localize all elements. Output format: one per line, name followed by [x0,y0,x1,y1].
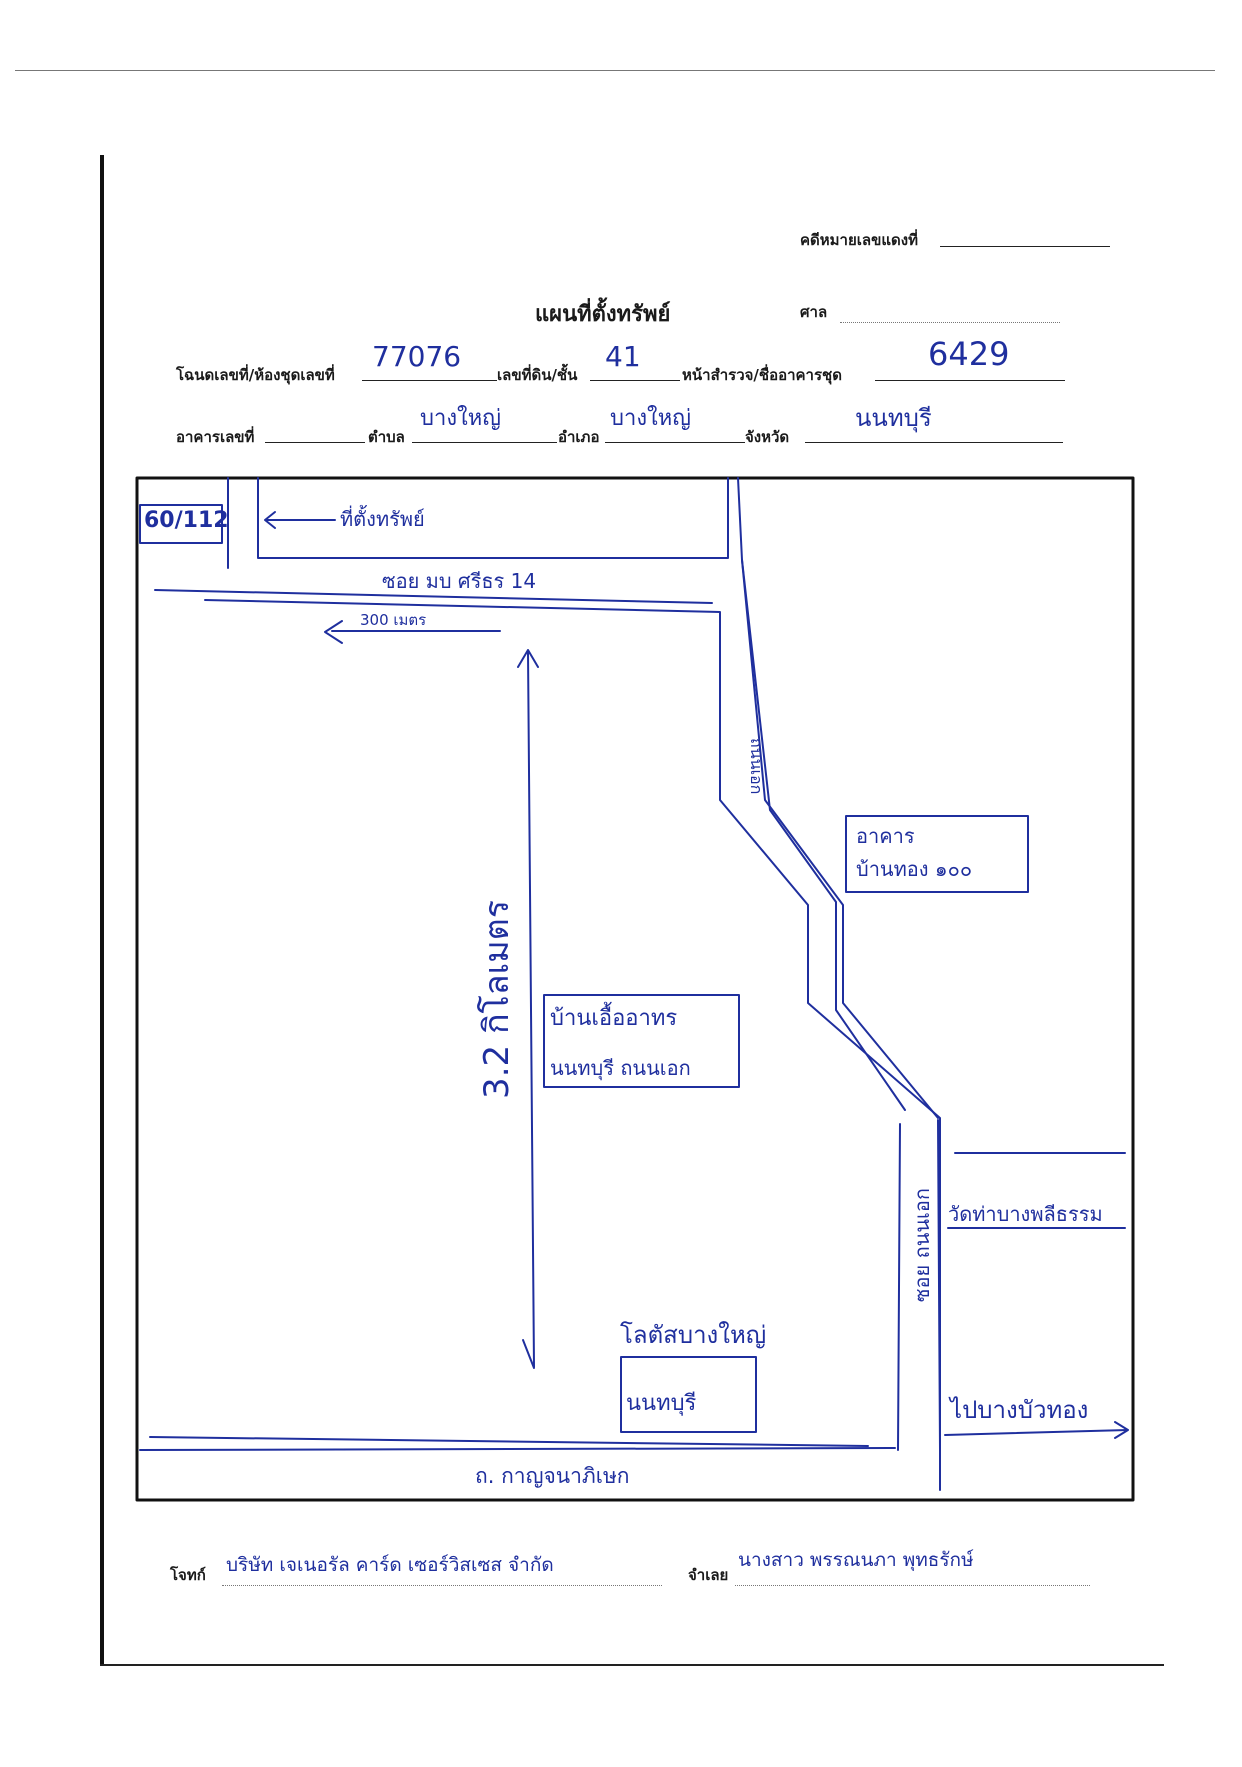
defendant-label: จำเลย [688,1566,729,1584]
defendant-value: นางสาว พรรณนภา พุทธรักษ์ [738,1549,974,1571]
deed-label: โฉนดเลขที่/ห้องชุดเลขที่ [176,366,335,384]
property-location-label: ที่ตั้งทรัพย์ [340,507,425,531]
building-number-line [265,442,365,443]
soi-road-dash [741,559,906,1111]
document-title: แผนที่ตั้งทรัพย์ [535,302,671,327]
soi-road-right [741,559,939,1119]
bottom-divider [100,1664,1164,1666]
lane-line [737,477,743,561]
building-label-line2: บ้านทอง ๑๐๐ [856,857,973,881]
lane-line [257,477,729,559]
long-road-arrow [517,649,539,1368]
deed-line [362,380,497,381]
village-label-line2: นนทบุรี ถนนเอก [550,1056,691,1080]
court-label: ศาล [800,303,828,321]
house-number-box [139,504,223,544]
map-border [135,476,1135,1502]
distance-label: 300 เมตร [360,611,427,629]
left-margin-line [100,155,104,1665]
subdistrict-label: ตำบล [368,428,405,446]
subdistrict-value: บางใหญ่ [420,406,502,431]
district-line [605,442,745,443]
case-number-label: คดีหมายเลขแดงที่ [800,231,918,249]
land-number-value: 41 [605,340,641,373]
destination-arrow [944,1421,1129,1439]
village-label-line1: บ้านเอื้ออาทร [550,1006,678,1031]
main-road-label: ถ. กาญจนาภิเษก [475,1464,630,1488]
building-box [845,815,1029,893]
lotus-label-line1: โลตัสบางใหญ่ [620,1321,767,1349]
distance-arrow [324,620,501,644]
plaintiff-line [222,1585,662,1586]
top-divider [15,70,1215,71]
lotus-box [620,1356,757,1433]
house-number: 60/112 [144,508,229,533]
survey-value: 6429 [928,335,1010,373]
court-line [840,322,1060,323]
long-road-tick [522,1339,535,1369]
case-number-line [940,246,1110,247]
plaintiff-value: บริษัท เจเนอรัล คาร์ด เซอร์วิสเซส จำกัด [226,1554,554,1576]
province-label: จังหวัด [745,428,790,446]
deed-value: 77076 [372,340,462,373]
subdistrict-line [412,442,557,443]
main-road-lower [139,1447,896,1451]
lotus-label-line2: นนทบุรี [626,1391,697,1416]
defendant-line [735,1585,1090,1586]
province-line [805,442,1063,443]
main-road-upper [149,1436,869,1447]
plaintiff-label: โจทก์ [170,1566,206,1584]
province-value: นนทบุรี [855,404,932,432]
district-label: อำเภอ [558,428,600,446]
village-box [543,994,740,1088]
soi-top-label: ซอย มบ ศรีธร 14 [382,569,537,593]
property-arrow [264,511,336,529]
road-mid-upper-label: ถนนเอก [747,738,766,795]
building-number-label: อาคารเลขที่ [176,428,255,446]
district-value: บางใหญ่ [610,406,692,431]
soi-road-upper [154,589,713,604]
road-left-label: 3.2 กิโลเมตร [477,900,517,1099]
land-number-line [590,380,680,381]
survey-label: หน้าสำรวจ/ชื่ออาคารชุด [682,366,842,384]
survey-line [875,380,1065,381]
destination-label: ไปบางบัวทอง [950,1396,1089,1424]
temple-label: วัดท่าบางพลีธรรม [948,1202,1103,1226]
lower-soi-line [897,1123,901,1451]
road-mid-lower-label: ซอย ถนนเอก [910,1188,934,1303]
soi-road-lower [204,599,941,1491]
lower-soi-line [937,1119,941,1451]
building-label-line1: อาคาร [856,824,915,848]
land-number-label: เลขที่ดิน/ชั้น [497,366,578,384]
